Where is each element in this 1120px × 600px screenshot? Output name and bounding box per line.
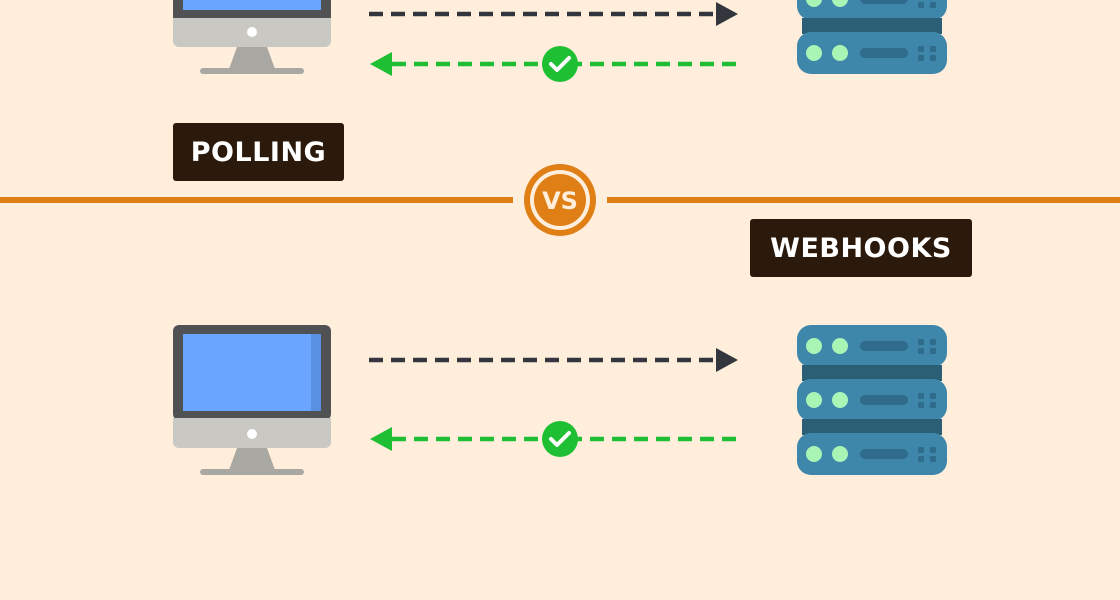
webhooks-request-arrow <box>369 348 738 372</box>
polling-request-arrow <box>369 2 738 26</box>
webhooks-client-monitor-icon <box>173 325 331 475</box>
webhooks-label: WEBHOOKS <box>750 219 972 277</box>
polling-server-rack-icon <box>797 0 947 74</box>
polling-client-monitor-icon <box>173 0 331 74</box>
section-divider <box>0 197 1120 203</box>
webhooks-server-rack-icon <box>797 325 947 475</box>
vs-label: VS <box>542 187 578 215</box>
polling-label: POLLING <box>173 123 344 181</box>
webhooks-response-arrow <box>370 427 740 451</box>
vs-badge: VS <box>524 164 596 236</box>
polling-check-circle-icon <box>542 46 578 82</box>
polling-response-arrow <box>370 52 740 76</box>
webhooks-check-circle-icon <box>542 421 578 457</box>
